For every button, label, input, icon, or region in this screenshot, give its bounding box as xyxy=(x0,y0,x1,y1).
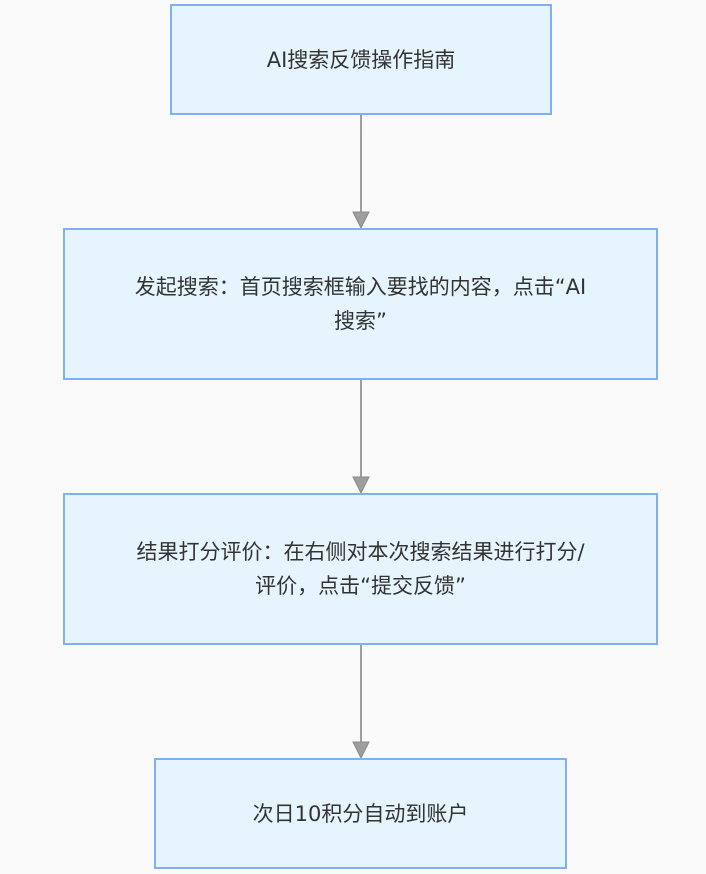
arrowhead-icon xyxy=(352,741,370,760)
arrowhead-icon xyxy=(352,476,370,495)
edge-n3-n4 xyxy=(352,645,370,760)
node-title: AI搜索反馈操作指南 xyxy=(170,4,552,115)
edge-n2-n3 xyxy=(352,380,370,495)
node-rate-results: 结果打分评价：在右侧对本次搜索结果进行打分/评价，点击“提交反馈” xyxy=(63,493,658,645)
node-start-search-label: 发起搜索：首页搜索框输入要找的内容，点击“AI搜索” xyxy=(134,275,587,333)
arrowhead-icon xyxy=(352,211,370,230)
node-title-label: AI搜索反馈操作指南 xyxy=(266,47,456,72)
edge-n1-n2 xyxy=(352,115,370,230)
node-points-reward: 次日10积分自动到账户 xyxy=(154,758,567,869)
node-points-reward-label: 次日10积分自动到账户 xyxy=(252,801,469,826)
node-start-search: 发起搜索：首页搜索框输入要找的内容，点击“AI搜索” xyxy=(63,228,658,380)
node-rate-results-label: 结果打分评价：在右侧对本次搜索结果进行打分/评价，点击“提交反馈” xyxy=(136,540,585,598)
